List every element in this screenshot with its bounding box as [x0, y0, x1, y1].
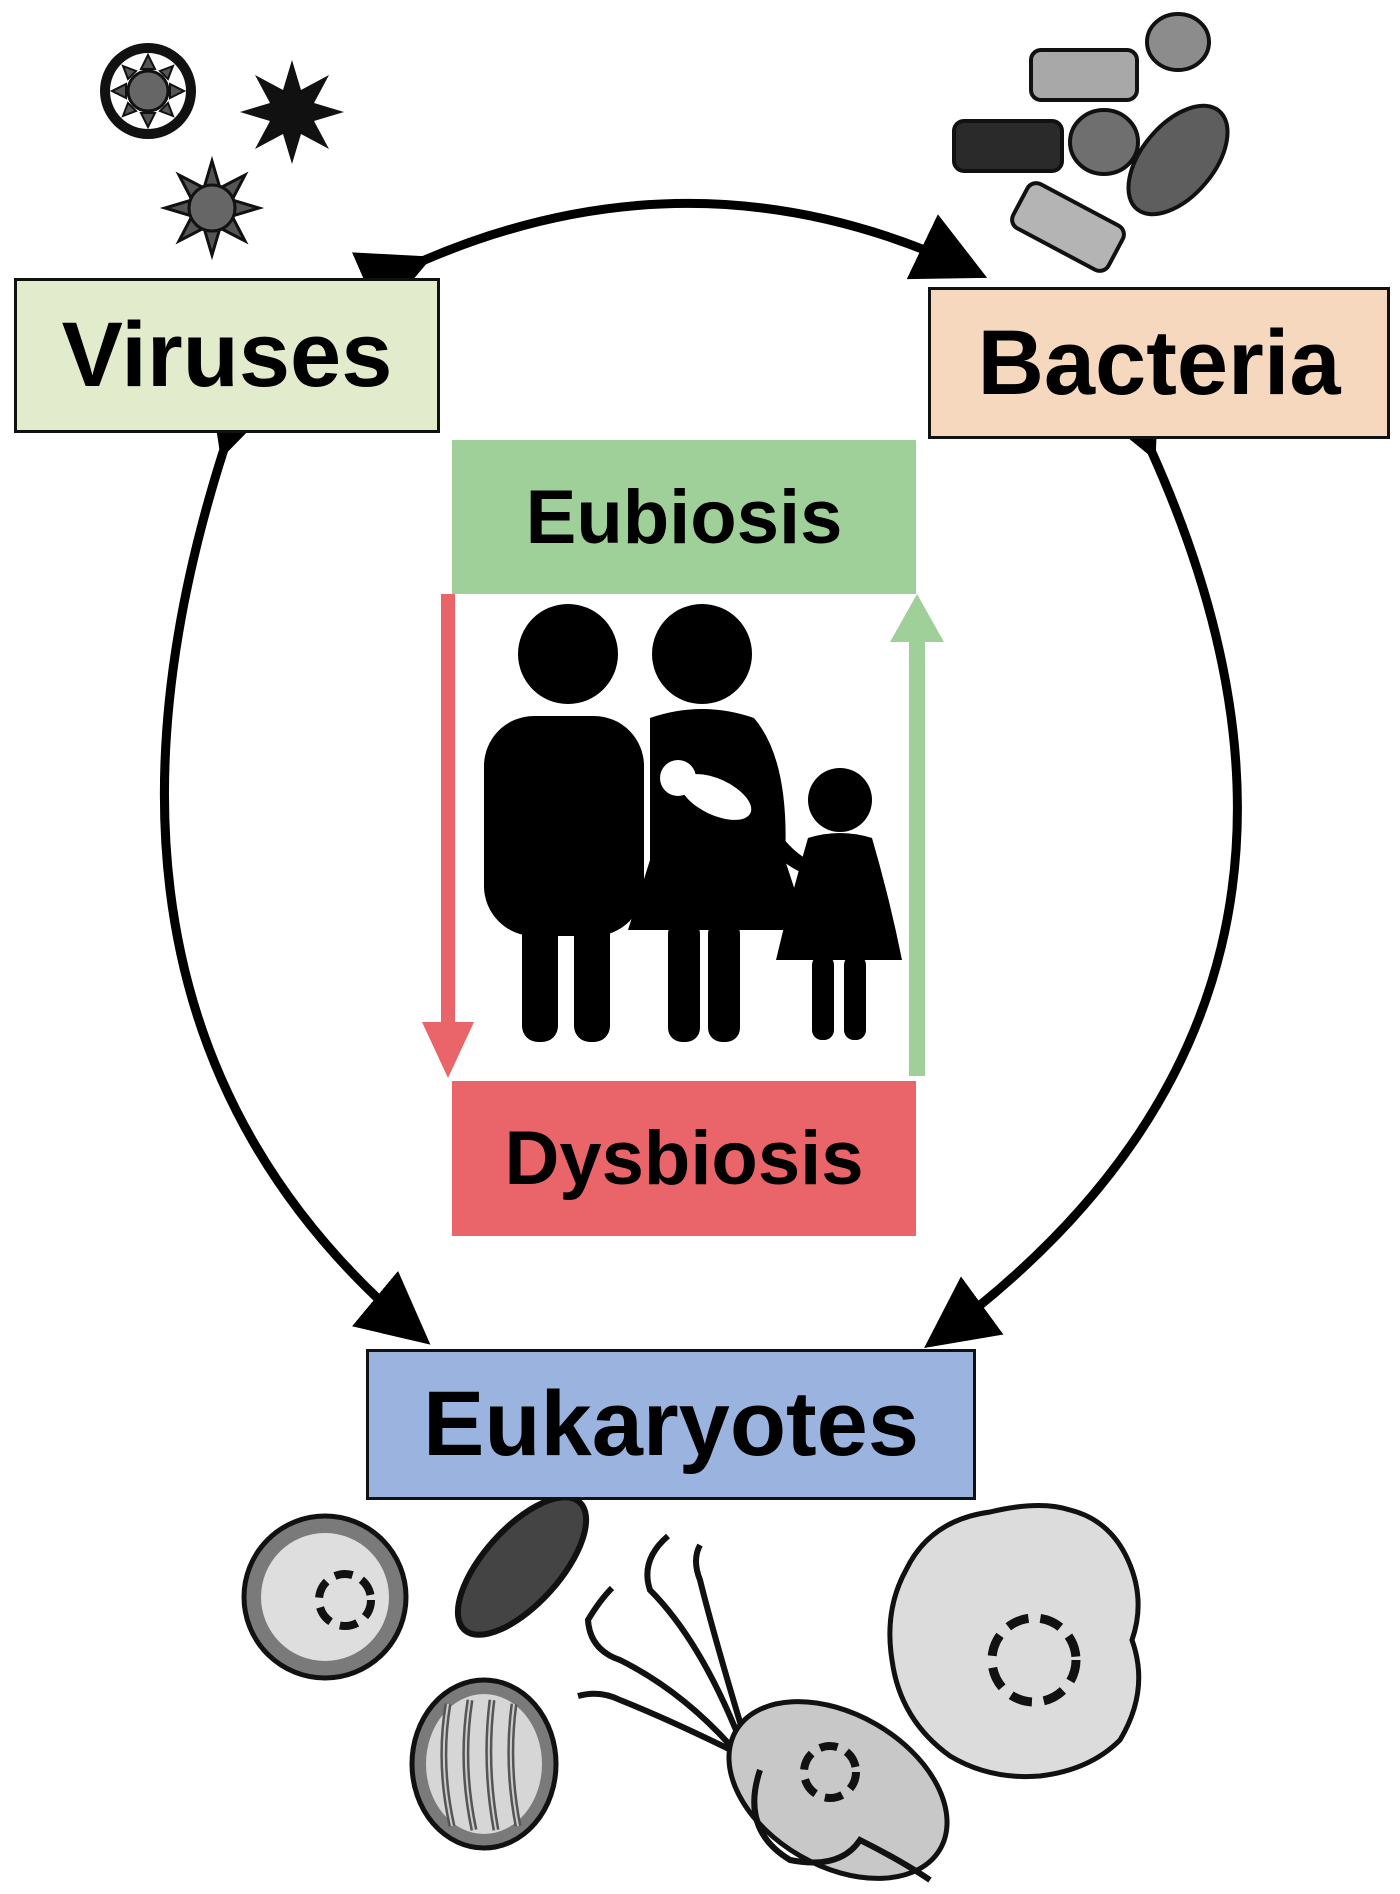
bacterium-coccus — [1068, 108, 1140, 176]
arrow-up-to-eubiosis — [890, 594, 944, 642]
cycle-arrows — [159, 198, 1242, 1348]
flagellate-icon — [577, 1533, 950, 1883]
amoeba-icon — [887, 1503, 1142, 1780]
bacteria-icons — [952, 12, 1230, 273]
arrow-viruses-eukaryotes — [159, 379, 431, 1345]
node-viruses: Viruses — [14, 278, 440, 433]
node-bacteria: Bacteria — [928, 287, 1390, 439]
bacterium-coccus — [1145, 12, 1211, 72]
state-eubiosis-label: Eubiosis — [525, 474, 843, 560]
eukaryote-cell-icons — [241, 1494, 1142, 1883]
virus-icon — [159, 155, 265, 261]
family-icon — [484, 604, 902, 1042]
shift-arrows — [422, 594, 944, 1078]
bacterium-rod — [1010, 181, 1126, 273]
dark-oval-cell-icon — [454, 1494, 590, 1638]
dysbiosis-box — [452, 1081, 916, 1236]
striated-cell-icon — [409, 1677, 559, 1851]
bacterium-rod — [1029, 48, 1139, 102]
virus-icon — [240, 60, 344, 164]
arrow-viruses-bacteria — [351, 198, 988, 319]
bacterium-oval — [1126, 103, 1230, 217]
bacterium-rod — [952, 119, 1064, 173]
eubiosis-box — [452, 440, 916, 594]
virus-icon — [100, 43, 196, 139]
cyst-icon — [241, 1513, 409, 1681]
arrow-down-to-dysbiosis — [422, 1022, 474, 1078]
baby-icon — [660, 760, 752, 820]
node-eukaryotes: Eukaryotes — [366, 1349, 976, 1500]
virus-icons — [100, 43, 344, 261]
state-dysbiosis-label: Dysbiosis — [504, 1116, 864, 1201]
arrow-bacteria-eukaryotes — [924, 379, 1242, 1348]
